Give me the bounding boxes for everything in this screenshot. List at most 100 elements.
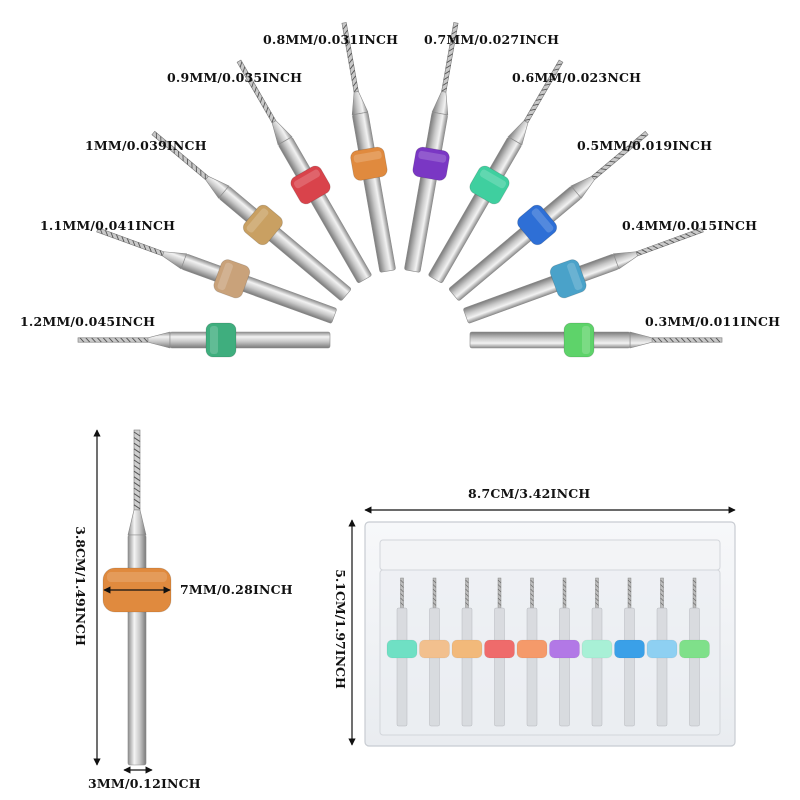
- single-drill-bit: [93, 429, 172, 774]
- fan-bit-size-label: 0.7MM/0.027INCH: [424, 32, 560, 47]
- drill-taper: [271, 120, 293, 146]
- storage-box: [348, 506, 736, 747]
- collar-highlight: [293, 169, 321, 189]
- boxed-drill-bit: [451, 577, 483, 727]
- drill-flute: [635, 227, 704, 257]
- fan-bit-size-label: 0.8MM/0.031INCH: [263, 32, 399, 47]
- collar-diameter-label: 7MM/0.28INCH: [180, 582, 293, 597]
- drill-shank: [559, 607, 570, 727]
- drill-flute: [133, 429, 141, 511]
- drill-collar: [549, 639, 580, 659]
- drill-shank: [396, 607, 408, 727]
- drill-collar: [451, 639, 483, 659]
- drill-collar: [290, 165, 331, 205]
- drill-taper: [351, 91, 369, 116]
- collar-highlight: [479, 169, 507, 189]
- fan-bit-size-label: 0.5MM/0.019INCH: [577, 138, 713, 153]
- boxed-drill-bit: [484, 577, 515, 727]
- drill-flute: [651, 337, 723, 343]
- drill-shank: [469, 331, 631, 349]
- boxed-drill-bit: [419, 577, 450, 727]
- drill-collar: [679, 639, 710, 659]
- drill-flute: [523, 59, 564, 124]
- collar-highlight: [531, 208, 554, 233]
- drill-shank: [404, 112, 448, 273]
- drill-shank: [624, 607, 635, 727]
- drill-shank: [656, 607, 668, 727]
- boxed-drill-bit: [679, 577, 710, 727]
- collar-highlight: [582, 326, 590, 354]
- drill-taper: [127, 509, 147, 536]
- drill-taper: [612, 251, 638, 270]
- box-height-label: 5.1CM/1.97INCH: [333, 569, 348, 689]
- drill-shank: [494, 607, 505, 727]
- drill-shank: [429, 607, 440, 727]
- drill-collar: [563, 322, 595, 358]
- drill-collar: [517, 204, 558, 246]
- fan-drill-bit: [469, 322, 723, 358]
- boxed-drill-bit: [581, 577, 613, 727]
- drill-collar: [646, 639, 678, 659]
- drill-shank: [461, 607, 473, 727]
- collar-highlight: [418, 150, 447, 163]
- drill-taper: [507, 120, 529, 146]
- fan-drill-bit: [428, 59, 564, 283]
- drill-collar: [412, 146, 450, 181]
- drill-shank: [526, 607, 538, 727]
- drill-flute: [441, 22, 459, 93]
- boxed-drill-bit: [646, 577, 678, 727]
- drill-shank: [689, 607, 700, 727]
- drill-collar: [350, 146, 388, 181]
- boxed-drill-bit: [614, 577, 645, 727]
- drill-taper: [147, 331, 171, 349]
- collar-highlight: [353, 150, 382, 163]
- drill-taper: [431, 91, 449, 116]
- fan-drill-bit: [463, 227, 704, 324]
- fan-bit-size-label: 1.2MM/0.045INCH: [20, 314, 156, 329]
- drill-collar: [469, 165, 510, 205]
- drill-collar: [213, 259, 251, 299]
- drill-collar: [386, 639, 418, 659]
- collar-highlight: [567, 262, 583, 291]
- drill-bit-fan: [77, 22, 723, 358]
- boxed-drill-bit: [386, 577, 418, 727]
- drill-collar: [205, 322, 237, 358]
- drill-collar: [484, 639, 515, 659]
- collar-highlight: [246, 208, 269, 233]
- drill-shank: [591, 607, 603, 727]
- drill-taper: [162, 251, 188, 270]
- drill-collar: [581, 639, 613, 659]
- collar-highlight: [107, 572, 167, 582]
- fan-drill-bit: [448, 130, 649, 301]
- bit-length-label: 3.8CM/1.49INCH: [73, 526, 88, 646]
- drill-flute: [236, 59, 277, 124]
- shank-diameter-label: 3MM/0.12INCH: [88, 776, 201, 791]
- fan-bit-size-label: 0.6MM/0.023NCH: [512, 70, 642, 85]
- fan-drill-bit: [151, 130, 352, 301]
- drill-flute: [77, 337, 149, 343]
- drill-collar: [614, 639, 645, 659]
- fan-drill-bit: [404, 22, 459, 273]
- fan-bit-size-label: 0.9MM/0.035INCH: [167, 70, 303, 85]
- drill-collar: [419, 639, 450, 659]
- fan-drill-bit: [77, 322, 331, 358]
- boxed-drill-bit: [549, 577, 580, 727]
- fan-bit-size-label: 0.3MM/0.011INCH: [645, 314, 781, 329]
- drill-shank: [352, 112, 396, 273]
- box-width-label: 8.7CM/3.42INCH: [468, 486, 591, 501]
- fan-bit-size-label: 0.4MM/0.015INCH: [622, 218, 758, 233]
- drill-collar: [549, 259, 587, 299]
- drill-shank: [169, 331, 331, 349]
- fan-drill-bit: [96, 227, 337, 324]
- collar-highlight: [217, 262, 233, 291]
- drill-collar: [242, 204, 283, 246]
- fan-bit-size-label: 1.1MM/0.041INCH: [40, 218, 176, 233]
- drill-taper: [629, 331, 653, 349]
- fan-bit-size-label: 1MM/0.039INCH: [85, 138, 207, 153]
- boxed-drill-bit: [516, 577, 548, 727]
- box-lid-ridge: [379, 539, 721, 571]
- fan-drill-bit: [341, 22, 396, 273]
- drill-collar: [516, 639, 548, 659]
- fan-drill-bit: [236, 59, 372, 283]
